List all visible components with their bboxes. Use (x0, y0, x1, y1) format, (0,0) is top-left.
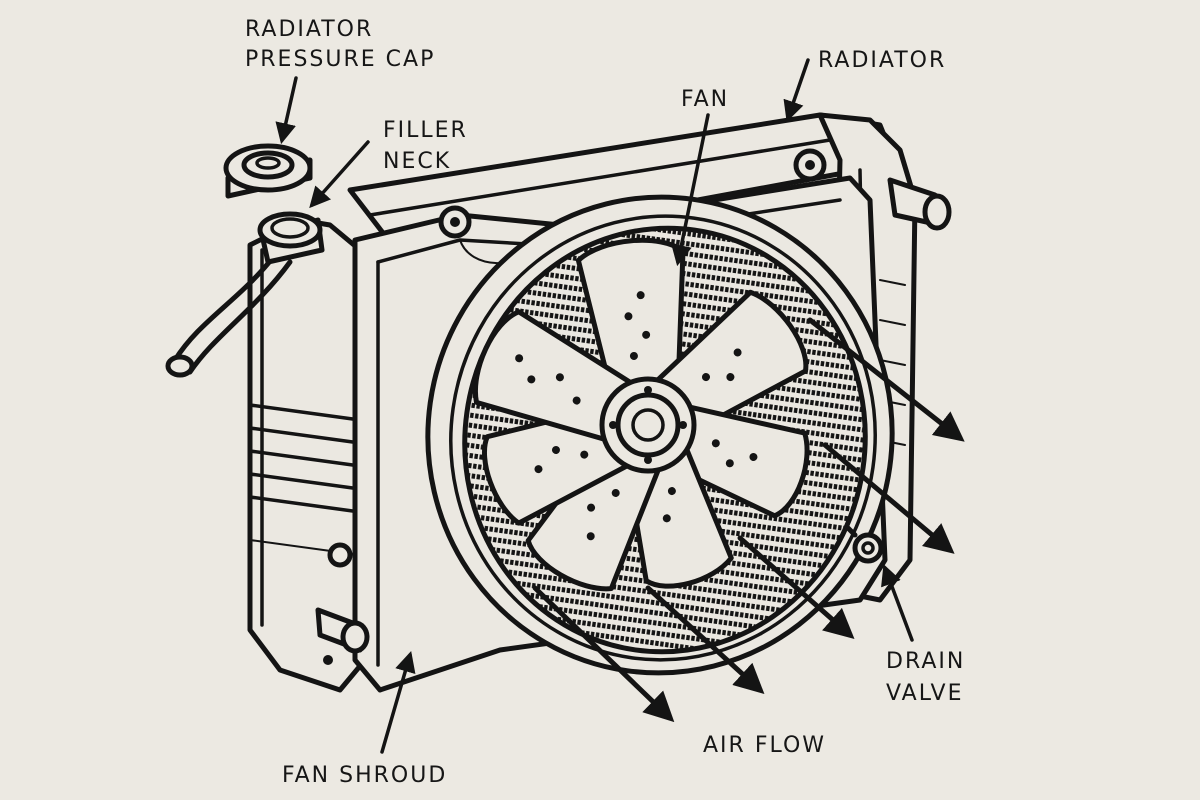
drain-valve (845, 525, 884, 564)
air-flow-arrow (532, 585, 675, 723)
air-flow-arrows (532, 317, 965, 723)
air-flow-arrow (737, 535, 855, 639)
label-fan: FAN (681, 87, 729, 112)
mount-bolt-top-right (793, 148, 827, 182)
label-air-flow: AIR FLOW (703, 733, 826, 758)
leader-radiator (783, 58, 810, 122)
fan-blade (525, 429, 664, 592)
label-filler-neck-line1: FILLER (383, 118, 468, 143)
fan-hub (599, 376, 697, 474)
label-drain-valve-line1: DRAIN (886, 649, 965, 674)
radiator-pressure-cap (223, 143, 313, 199)
leader-fan-shroud (380, 650, 416, 754)
air-flow-arrow (822, 442, 955, 554)
mount-bolt-top-left (438, 205, 472, 239)
label-filler-neck-line2: NECK (383, 149, 451, 174)
fan-blade (472, 309, 641, 445)
filler-neck (257, 211, 325, 265)
leader-drain-valve (881, 564, 914, 642)
leader-lines (275, 58, 914, 754)
lower-mount (315, 542, 370, 665)
air-flow-arrow (807, 317, 965, 442)
label-pressure-cap-line2: PRESSURE CAP (245, 47, 435, 72)
leader-filler-neck (309, 140, 370, 209)
label-drain-valve-line2: VALVE (886, 681, 963, 706)
fan (472, 237, 810, 592)
label-pressure-cap-line1: RADIATOR (245, 17, 373, 42)
label-radiator: RADIATOR (818, 48, 946, 73)
outlet-pipe (887, 177, 952, 231)
air-flow-arrow (645, 585, 765, 695)
labels: RADIATOR PRESSURE CAP FILLER NECK FAN RA… (245, 17, 965, 788)
fan-blade (658, 402, 810, 519)
label-fan-shroud: FAN SHROUD (282, 763, 447, 788)
leader-fan (671, 113, 710, 267)
leader-pressure-cap (275, 76, 298, 145)
fan-blade (648, 289, 809, 438)
